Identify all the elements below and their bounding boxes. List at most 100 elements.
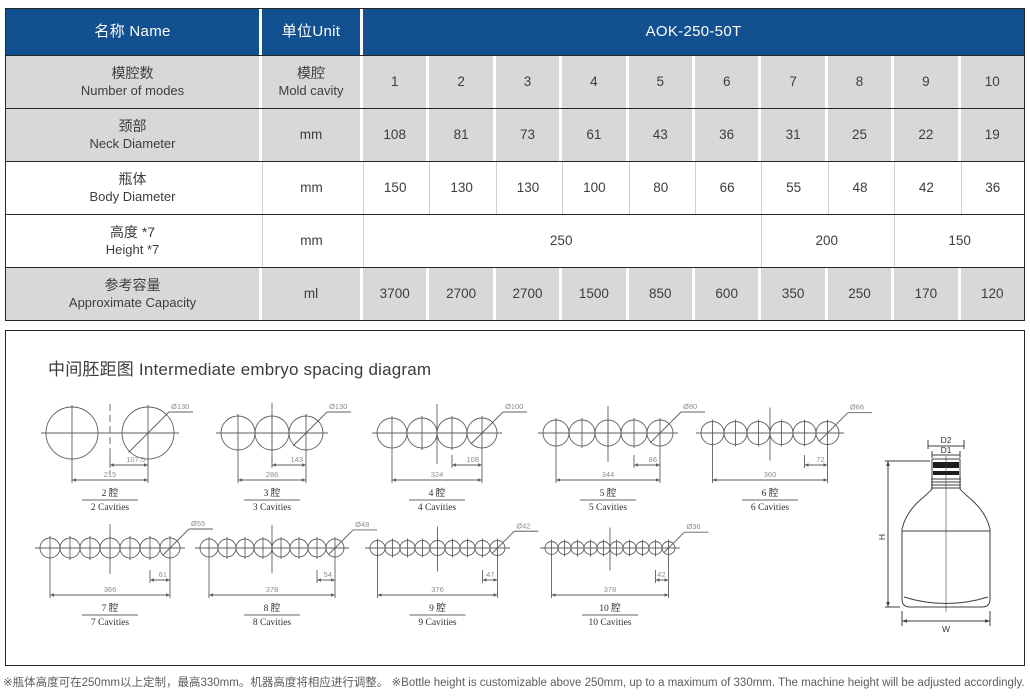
value-cell: 3 bbox=[495, 56, 560, 108]
row-label: 参考容量 Approximate Capacity bbox=[6, 268, 259, 320]
diameter-label: Ø48 bbox=[355, 520, 369, 529]
spec-row-body-diameter: 瓶体 Body Diameter mm 150 130 130 100 80 6… bbox=[6, 161, 1024, 214]
diagram-title: 中间胚距图 Intermediate embryo spacing diagra… bbox=[48, 360, 432, 379]
cavity-count-label-en: 8 Cavities bbox=[253, 618, 292, 628]
spec-row-capacity: 参考容量 Approximate Capacity ml 3700 2700 2… bbox=[6, 267, 1024, 320]
value-cell: 120 bbox=[960, 268, 1024, 320]
value-cell: 4 bbox=[562, 56, 626, 108]
value-cell: 61 bbox=[562, 109, 626, 161]
row-label-cn: 参考容量 bbox=[104, 277, 161, 294]
pitch-dimension-label: 47 bbox=[486, 570, 494, 579]
value-cell: 130 bbox=[495, 162, 560, 214]
value-cell: 350 bbox=[761, 268, 825, 320]
cavity-count-label-en: 9 Cavities bbox=[418, 618, 457, 628]
total-dimension-label: 366 bbox=[104, 585, 117, 594]
value-cell: 250 bbox=[827, 268, 892, 320]
row-label: 高度 *7 Height *7 bbox=[6, 215, 259, 267]
unit-cell: 模腔 Mold cavity bbox=[262, 56, 360, 108]
value-cell: 73 bbox=[495, 109, 560, 161]
diameter-label: Ø130 bbox=[171, 403, 189, 411]
value-cell: 42 bbox=[894, 162, 958, 214]
value-cell: 80 bbox=[628, 162, 692, 214]
value-cell: 55 bbox=[761, 162, 825, 214]
spec-row-neck-diameter: 颈部 Neck Diameter mm 108 81 73 61 43 36 3… bbox=[6, 108, 1024, 161]
cavity-count-label-cn: 2 腔 bbox=[102, 487, 119, 499]
unit-en: Mold cavity bbox=[278, 82, 344, 98]
pitch-dimension-label: 61 bbox=[159, 570, 167, 579]
pitch-dimension-label: 86 bbox=[649, 455, 657, 464]
unit-cn: 模腔 bbox=[297, 65, 325, 82]
cavity-count-label-cn: 3 腔 bbox=[264, 487, 281, 499]
row-label-cn: 颈部 bbox=[118, 118, 147, 135]
value-cell: 36 bbox=[960, 162, 1024, 214]
value-cell: 1 bbox=[363, 56, 427, 108]
bottle-dimension-drawing: D2 D1 H W bbox=[877, 435, 991, 634]
cavity-count-label-cn: 9 腔 bbox=[429, 602, 446, 614]
pitch-dimension-label: 42 bbox=[657, 570, 665, 579]
cavity-count-label-en: 2 Cavities bbox=[91, 503, 130, 513]
header-model: AOK-250-50T bbox=[363, 9, 1024, 55]
pitch-dimension-label: 54 bbox=[324, 570, 332, 579]
row-label: 瓶体 Body Diameter bbox=[6, 162, 259, 214]
value-cell: 8 bbox=[827, 56, 892, 108]
cavity-count-label-cn: 4 腔 bbox=[429, 487, 446, 499]
value-cell: 10 bbox=[960, 56, 1024, 108]
spec-row-mold-cavities: 模腔数 Number of modes 模腔 Mold cavity 1 2 3… bbox=[6, 55, 1024, 108]
row-label-en: Approximate Capacity bbox=[68, 294, 197, 310]
unit-cell: mm bbox=[262, 162, 360, 214]
value-cell: 19 bbox=[960, 109, 1024, 161]
value-cell: 100 bbox=[562, 162, 626, 214]
pitch-dimension-label: 107.5 bbox=[126, 455, 145, 464]
total-dimension-label: 215 bbox=[104, 470, 117, 479]
row-label: 模腔数 Number of modes bbox=[6, 56, 259, 108]
cavity-count-label-en: 6 Cavities bbox=[751, 503, 790, 513]
header-name: 名称 Name bbox=[6, 9, 259, 55]
bottle-w-label: W bbox=[942, 624, 950, 634]
diameter-label: Ø66 bbox=[850, 403, 864, 412]
row-label-cn: 模腔数 bbox=[111, 65, 154, 82]
bottle-h-label: H bbox=[877, 534, 887, 540]
diagram-section: 中间胚距图 Intermediate embryo spacing diagra… bbox=[5, 330, 1025, 666]
header-unit: 单位Unit bbox=[262, 9, 360, 55]
value-cell: 66 bbox=[695, 162, 759, 214]
pitch-dimension-label: 143 bbox=[290, 455, 303, 464]
bottle-d2-label: D2 bbox=[941, 435, 952, 445]
unit-cell: mm bbox=[262, 215, 360, 267]
total-dimension-label: 360 bbox=[764, 470, 777, 479]
value-cell: 170 bbox=[894, 268, 958, 320]
cavity-diagram-2: Ø130 107.5 215 2 腔 2 Cavities bbox=[41, 403, 193, 513]
spec-row-height: 高度 *7 Height *7 mm 250 200 150 bbox=[6, 214, 1024, 267]
row-label-en: Body Diameter bbox=[89, 188, 176, 204]
value-cell: 108 bbox=[363, 109, 427, 161]
value-cell: 2700 bbox=[429, 268, 493, 320]
total-dimension-label: 376 bbox=[431, 585, 444, 594]
value-cell: 2700 bbox=[495, 268, 560, 320]
value-cell: 2 bbox=[429, 56, 493, 108]
value-cell: 150 bbox=[363, 162, 427, 214]
table-header-row: 名称 Name 单位Unit AOK-250-50T bbox=[6, 9, 1024, 55]
cavity-count-label-en: 4 Cavities bbox=[418, 503, 457, 513]
pitch-dimension-label: 72 bbox=[816, 455, 824, 464]
value-cell: 9 bbox=[894, 56, 958, 108]
total-dimension-label: 378 bbox=[604, 585, 617, 594]
row-label-en: Number of modes bbox=[80, 82, 185, 98]
value-cell: 81 bbox=[429, 109, 493, 161]
cavity-count-label-cn: 8 腔 bbox=[264, 602, 281, 614]
cavity-diagram-6: Ø66 72 360 6 腔 6 Cavities bbox=[696, 403, 872, 513]
unit-cell: mm bbox=[262, 109, 360, 161]
row-label-en: Neck Diameter bbox=[89, 135, 176, 151]
value-cell: 25 bbox=[827, 109, 892, 161]
diameter-label: Ø55 bbox=[191, 519, 205, 528]
diameter-label: Ø80 bbox=[683, 403, 697, 411]
row-label-en: Height *7 bbox=[105, 241, 160, 257]
cavity-count-label-cn: 6 腔 bbox=[762, 487, 779, 499]
unit-cell: ml bbox=[262, 268, 360, 320]
value-cell: 7 bbox=[761, 56, 825, 108]
value-cell: 43 bbox=[628, 109, 692, 161]
footnote: ※瓶体高度可在250mm以上定制，最高330mm。机器高度将相应进行调整。 ※B… bbox=[3, 677, 1025, 689]
